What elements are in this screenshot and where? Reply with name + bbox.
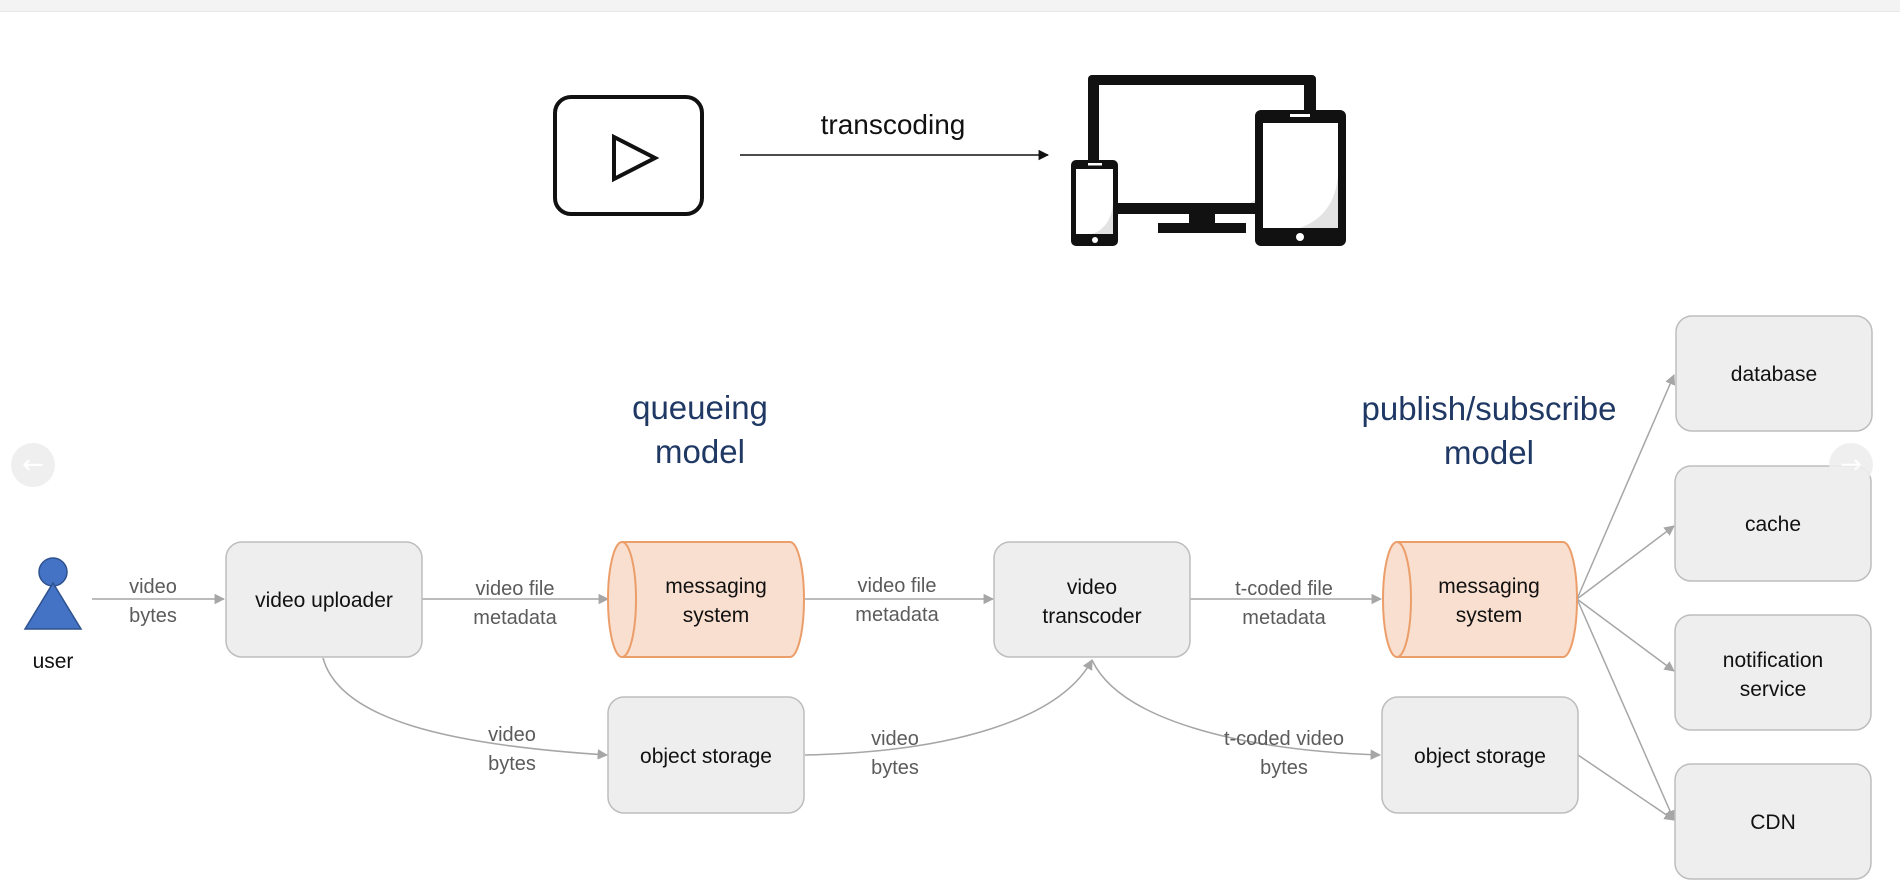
svg-text:t-coded file: t-coded file: [1235, 578, 1333, 600]
user-label: user: [33, 650, 74, 673]
svg-text:metadata: metadata: [855, 604, 939, 626]
svg-text:video: video: [129, 576, 177, 598]
messaging-system-pubsub-node: messaging system: [1382, 541, 1578, 658]
svg-text:cache: cache: [1745, 513, 1801, 536]
svg-text:bytes: bytes: [871, 757, 919, 779]
top-bar: [0, 0, 1900, 12]
svg-text:CDN: CDN: [1750, 811, 1796, 834]
svg-text:service: service: [1740, 678, 1807, 701]
edge-label-uploader-to-messaging: video file metadata: [473, 578, 557, 629]
connectors: [92, 374, 1676, 821]
edge-label-uploader-to-storage: video bytes: [488, 724, 536, 775]
svg-text:model: model: [655, 433, 745, 470]
svg-text:video: video: [488, 724, 536, 746]
svg-text:bytes: bytes: [129, 605, 177, 627]
svg-text:queueing: queueing: [632, 389, 768, 426]
svg-text:messaging: messaging: [665, 575, 767, 598]
pubsub-model-title: publish/subscribe model: [1362, 390, 1617, 471]
arrow-right-icon: →: [1840, 450, 1862, 480]
edge-label-transcoder-to-storage: t-coded video bytes: [1224, 728, 1344, 779]
transcoding-label: transcoding: [821, 109, 966, 140]
user-icon: [23, 557, 83, 630]
svg-text:metadata: metadata: [1242, 607, 1326, 629]
database-node: database: [1675, 315, 1873, 432]
svg-text:model: model: [1444, 434, 1534, 471]
edge-label-storage-to-transcoder: video bytes: [871, 728, 919, 779]
svg-text:system: system: [1456, 604, 1523, 627]
edge-label-user-to-uploader: video bytes: [129, 576, 177, 627]
svg-text:publish/subscribe: publish/subscribe: [1362, 390, 1617, 427]
svg-text:messaging: messaging: [1438, 575, 1540, 598]
svg-text:t-coded video: t-coded video: [1224, 728, 1344, 750]
svg-text:video: video: [1067, 576, 1117, 599]
video-uploader-node: video uploader: [225, 541, 423, 658]
cache-node: cache: [1674, 465, 1872, 582]
object-storage-node-2: object storage: [1381, 696, 1579, 814]
svg-text:object storage: object storage: [640, 745, 772, 768]
svg-text:metadata: metadata: [473, 607, 557, 629]
svg-text:video: video: [871, 728, 919, 750]
svg-text:notification: notification: [1723, 649, 1823, 672]
play-icon: [553, 95, 704, 216]
devices-icon: [1071, 75, 1346, 246]
queueing-model-title: queueing model: [632, 389, 768, 470]
edge-label-messaging-to-transcoder: video file metadata: [855, 575, 939, 626]
svg-text:video file: video file: [476, 578, 555, 600]
object-storage-node-1: object storage: [607, 696, 805, 814]
video-transcoder-node: video transcoder: [993, 541, 1191, 658]
svg-text:system: system: [683, 604, 750, 627]
svg-text:bytes: bytes: [488, 753, 536, 775]
prev-slide-button[interactable]: ←: [11, 443, 55, 487]
notification-service-node: notification service: [1674, 614, 1872, 731]
next-slide-button[interactable]: →: [1829, 443, 1873, 487]
svg-text:video file: video file: [858, 575, 937, 597]
svg-text:video uploader: video uploader: [255, 589, 393, 612]
messaging-system-queue-node: messaging system: [607, 541, 805, 658]
svg-text:transcoder: transcoder: [1042, 605, 1141, 628]
svg-text:bytes: bytes: [1260, 757, 1308, 779]
cdn-node: CDN: [1674, 763, 1872, 880]
arrow-left-icon: ←: [22, 450, 44, 480]
svg-text:database: database: [1731, 363, 1817, 386]
svg-text:object storage: object storage: [1414, 745, 1546, 768]
edge-label-transcoder-to-messaging: t-coded file metadata: [1235, 578, 1333, 629]
